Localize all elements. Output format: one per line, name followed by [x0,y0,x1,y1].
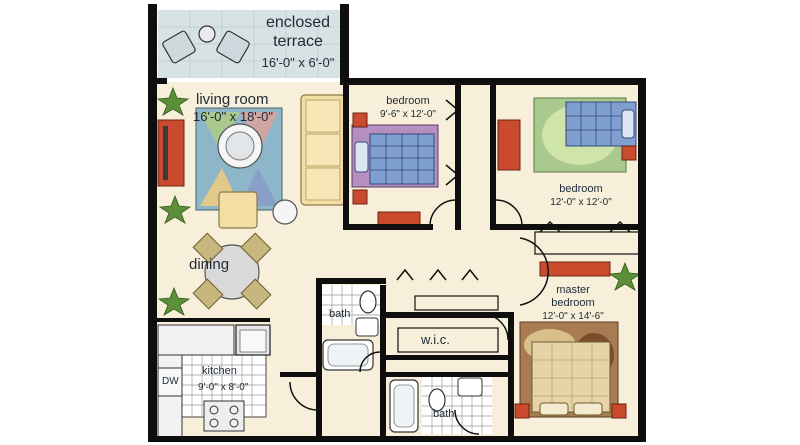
kitchen-dims: 9'-0" x 8'-0" [198,382,249,393]
fridge-door [239,329,267,353]
bedroom2-bed [565,101,637,147]
master-bed [531,341,611,416]
nightstand [352,189,368,205]
toilet [359,290,377,314]
plant [156,86,642,316]
bathtub-inner [393,384,415,428]
bedroom1-dims: 9'-6" x 12'-0" [380,109,436,120]
bath2-label: bath [433,408,455,420]
dresser [497,119,521,171]
bathtub-inner [327,343,369,367]
terrace-label-line1: enclosed [265,14,331,31]
living-room-label: living room [196,91,269,108]
dishwasher [157,367,183,397]
bifold-doors [396,99,631,281]
dresser [377,211,421,227]
sink [355,317,379,337]
sink [457,377,483,397]
terrace-grid [158,10,345,78]
nightstand [514,403,530,419]
dining-set [192,232,272,310]
walls [148,4,646,442]
master-label-line1: master [556,284,590,296]
media-console [157,119,185,187]
bedroom2-dims: 12'-0" x 12'-0" [550,197,612,208]
nightstand [611,403,627,419]
terrace-label-line2: terrace [273,33,323,50]
sofa [300,94,346,206]
living-room-dims: 16'-0" x 18'-0" [193,109,273,124]
dw-label: DW [162,376,179,387]
master-label-line2: bedroom [551,297,595,309]
bedroom1-label: bedroom [386,95,430,107]
door-swings [289,199,549,435]
terrace-dims: 16'-0" x 6'-0" [261,55,335,70]
wic-label: w.i.c. [421,332,450,347]
nightstand [352,112,368,128]
bath1-label: bath [329,308,351,320]
kitchen-counter [157,324,235,356]
master-dresser [539,261,611,277]
closet [534,231,641,255]
side-table [272,199,298,225]
armchair [218,191,258,229]
bedroom1-bed [351,124,439,188]
toilet [428,388,446,412]
dining-label: dining [189,256,230,273]
nightstand [621,145,637,161]
wic-shelf [397,327,499,353]
master-dims: 12'-0" x 14'-6" [542,311,604,322]
terrace-chair [162,25,250,64]
bedroom2-label: bedroom [559,183,603,195]
wic-shelf [414,295,499,311]
kitchen-label: kitchen [202,365,237,377]
stove [203,400,245,432]
